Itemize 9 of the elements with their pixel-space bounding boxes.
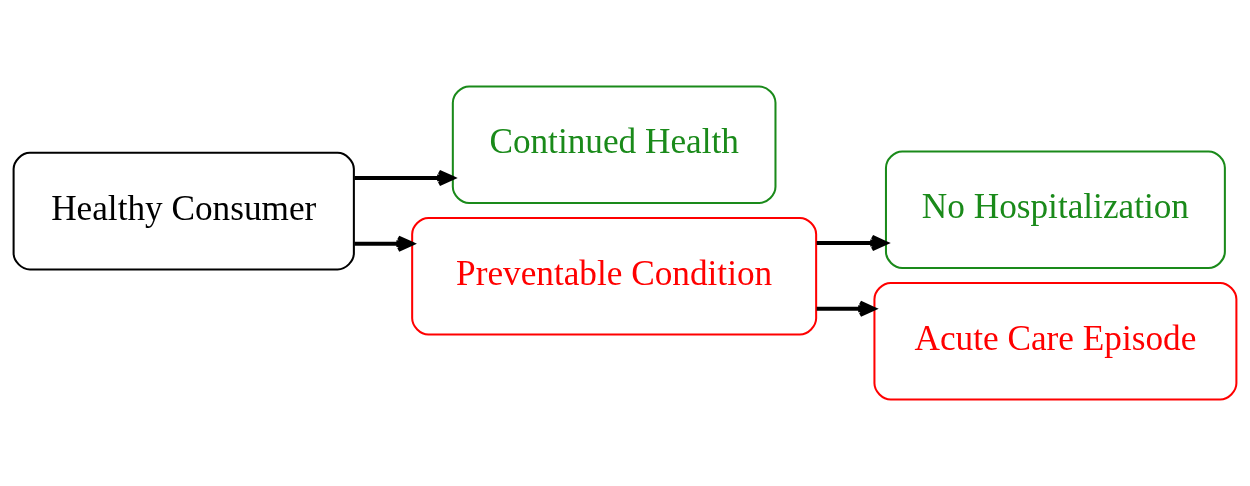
arrow [354, 169, 455, 187]
node-box: Acute Care Episode [873, 281, 1238, 401]
node-box: Preventable Condition [411, 216, 818, 336]
node-box: No Hospitalization [884, 150, 1226, 270]
arrow [354, 235, 414, 252]
node-box: Continued Health [451, 85, 777, 205]
node-box: Healthy Consumer [12, 151, 355, 271]
arrow [816, 234, 888, 252]
arrow [816, 300, 876, 317]
